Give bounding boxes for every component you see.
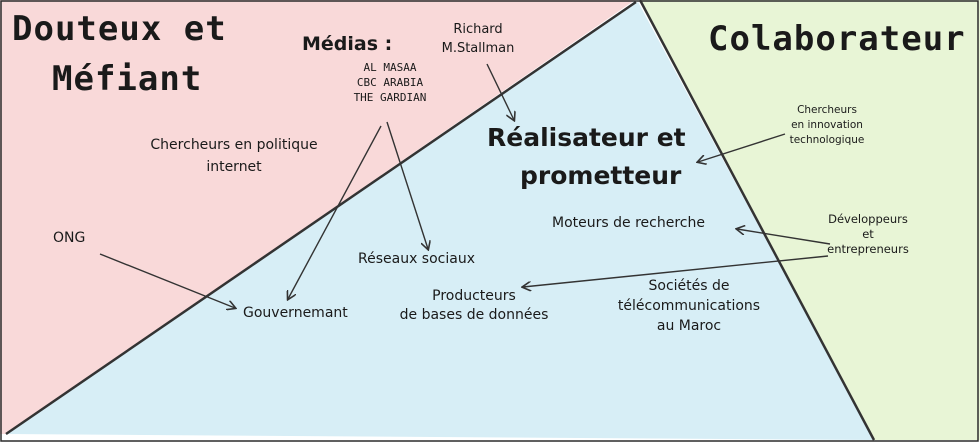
developpeurs-node: Développeurs et entrepreneurs: [820, 212, 916, 257]
ong-node: ONG: [53, 230, 86, 246]
chercheurs-innovation-line: Chercheurs: [797, 104, 857, 116]
arrow-innovation-to-realisateur: [698, 133, 786, 162]
societes-line: au Maroc: [656, 318, 722, 334]
medias-list: AL MASAA CBC ARABIA THE GARDIAN: [340, 60, 440, 105]
medias-item: THE GARDIAN: [353, 91, 427, 104]
zone-left-title-line2: Méfiant: [52, 59, 203, 99]
arrow-medias-to-reseaux: [386, 121, 428, 249]
chercheurs-politique-node: Chercheurs en politique internet: [128, 134, 340, 178]
chercheurs-politique-line: internet: [206, 159, 262, 175]
arrow-stallman-to-realisateur: [486, 63, 514, 120]
arrow-ong-to-gouvernement: [99, 253, 235, 308]
zone-middle-title-line2: prometteur: [520, 161, 682, 190]
developpeurs-line: et: [862, 227, 874, 241]
producteurs-line: Producteurs: [432, 288, 516, 304]
arrow-developpeurs-to-moteurs: [737, 229, 831, 245]
developpeurs-line: entrepreneurs: [827, 242, 909, 256]
zone-right-title: Colaborateur: [708, 19, 966, 59]
zone-left-region: [0, 0, 635, 434]
medias-title: Médias :: [302, 33, 393, 55]
arrow-medias-to-gouvernement: [288, 125, 382, 299]
gouvernement-node: Gouvernemant: [243, 305, 348, 321]
chercheurs-innovation-node: Chercheurs en innovation technologique: [772, 103, 882, 148]
zone-right-region: [640, 0, 980, 440]
producteurs-node: Producteurs de bases de données: [386, 287, 562, 325]
medias-item: AL MASAA: [363, 61, 417, 74]
producteurs-line: de bases de données: [399, 307, 549, 323]
chercheurs-innovation-line: technologique: [789, 134, 865, 146]
stallman-line: Richard: [453, 22, 503, 37]
societes-line: télécommunications: [617, 298, 761, 314]
chercheurs-politique-line: Chercheurs en politique: [150, 137, 318, 153]
zone-middle-title-line1: Réalisateur et: [487, 123, 686, 152]
societes-line: Sociétés de: [648, 278, 730, 294]
chercheurs-innovation-line: en innovation: [791, 119, 863, 131]
divider-right-diagonal: [638, 0, 876, 441]
societes-telecom-node: Sociétés de télécommunications au Maroc: [605, 276, 773, 336]
stallman-node: Richard M.Stallman: [432, 20, 524, 58]
zone-left-title-line1: Douteux et: [12, 9, 227, 49]
reseaux-sociaux-node: Réseaux sociaux: [358, 251, 475, 267]
zone-middle-region: [6, 2, 874, 440]
divider-left-diagonal: [5, 0, 637, 436]
arrow-developpeurs-to-producteurs: [523, 255, 829, 287]
developpeurs-line: Développeurs: [828, 212, 908, 226]
moteurs-recherche-node: Moteurs de recherche: [552, 215, 705, 231]
medias-item: CBC ARABIA: [356, 76, 424, 89]
stallman-line: M.Stallman: [441, 41, 515, 56]
